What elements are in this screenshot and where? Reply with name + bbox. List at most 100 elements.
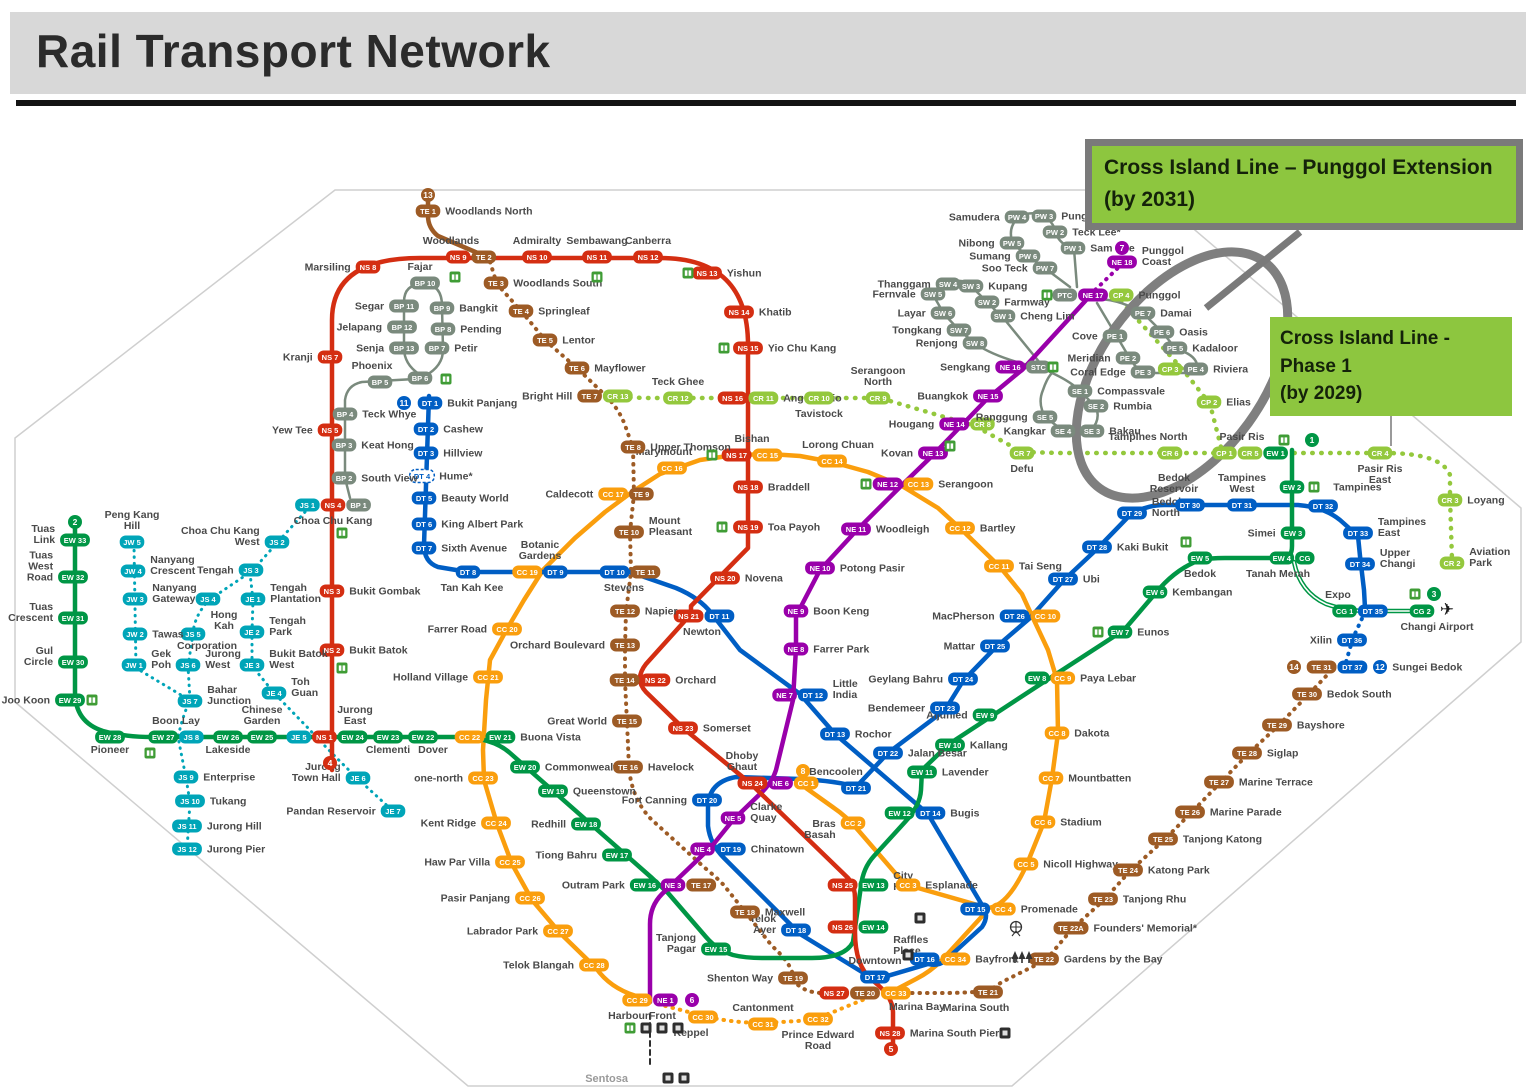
station-code: CC 7 [1042, 774, 1059, 783]
station-code: EW 27 [152, 733, 175, 742]
circled-number-1: 1 [1305, 433, 1319, 447]
station-code-chip [663, 391, 693, 405]
station-code: CC 6 [1034, 818, 1051, 827]
station-code: CC 23 [472, 774, 493, 783]
station-label: Bukit Batok [269, 648, 328, 660]
station-code-chip [1269, 551, 1295, 565]
station-label: Dhoby [726, 750, 759, 762]
station-code: CR 7 [1013, 449, 1030, 458]
station-label: Paya Lebar [1080, 673, 1136, 685]
station-code: TE 24 [1118, 866, 1139, 875]
station-code: STC [1031, 363, 1047, 372]
lift-icon [718, 342, 730, 354]
station-code-chip [610, 638, 640, 652]
station-code: DT 31 [1232, 501, 1252, 510]
landmark-icon [999, 1027, 1011, 1039]
station-label: Marina Bay [889, 1001, 945, 1013]
lift-icon [144, 747, 156, 759]
station-label: Bishan [734, 433, 769, 445]
station-label: Prince Edward [782, 1029, 855, 1041]
circled-number-14: 14 [1287, 660, 1301, 674]
station-code-chip [1343, 526, 1373, 540]
station-code-chip [737, 776, 768, 790]
circled-number-6: 6 [685, 993, 699, 1007]
station-label: Stevens [604, 582, 644, 594]
station-code-chip [1308, 499, 1338, 513]
station-code-chip [510, 760, 540, 774]
title-bar: Rail Transport Network [10, 12, 1526, 94]
station-label: Tukang [210, 796, 247, 808]
station-label: Clarke [750, 801, 782, 813]
station-label: Teck Whye [362, 409, 416, 421]
station-label: Esplanade [925, 880, 978, 892]
station-code: EW 26 [217, 733, 240, 742]
map-border [14, 189, 1522, 1087]
station-code: EW 6 [1146, 588, 1164, 597]
station-label: Farrer Park [813, 644, 869, 656]
station-code-chip [515, 891, 545, 905]
station-code-chip [768, 776, 793, 790]
station-code: SW 6 [934, 309, 952, 318]
station-label: Tanjong Rhu [1123, 894, 1186, 906]
station-code: DT 36 [1342, 636, 1362, 645]
station-code-chip [1050, 671, 1076, 685]
station-defu: CR 7 Defu [1009, 446, 1035, 475]
station-label: Mayflower [594, 363, 645, 375]
station-code-chip [1280, 526, 1306, 540]
station-label: Tuas [29, 550, 53, 562]
station-code: TE 16 [618, 763, 638, 772]
station-code-chip [177, 694, 203, 708]
station-code: DT 18 [786, 926, 806, 935]
station-code-chip [295, 498, 320, 512]
station-label: Tongkang [892, 325, 941, 337]
station-code: NS 5 [322, 426, 339, 435]
station-code: JE 5 [291, 733, 306, 742]
station-label: Renjong [916, 338, 958, 350]
station-code: DT 27 [1053, 575, 1073, 584]
station-label: Sengkang [940, 362, 990, 374]
station-code: DT 9 [547, 568, 563, 577]
station-code: JW 5 [123, 538, 141, 547]
station-code: TE 19 [783, 974, 803, 983]
station-code-chip [704, 609, 735, 623]
station-label: Jurong [205, 648, 241, 660]
station-code-chip [387, 320, 417, 334]
station-code: NE 15 [978, 392, 999, 401]
station-label: Mattar [944, 641, 976, 653]
station-label: Expo [1325, 589, 1351, 601]
station-code: JE 2 [244, 628, 259, 637]
station-label: Eunos [1137, 627, 1169, 639]
lift-icon [1278, 434, 1290, 446]
lift-icon [336, 662, 348, 674]
station-code: BP 7 [429, 344, 446, 353]
station-label: West [269, 659, 294, 671]
station-code-chip [1088, 892, 1118, 906]
station-label: Defu [1010, 463, 1033, 475]
station-code-chip [1029, 952, 1059, 966]
station-code-chip [1162, 341, 1188, 355]
station-code: DT 23 [935, 704, 955, 713]
station-code-chip [1004, 210, 1030, 224]
station-code: TE 23 [1093, 895, 1113, 904]
station-code-chip [1204, 775, 1234, 789]
